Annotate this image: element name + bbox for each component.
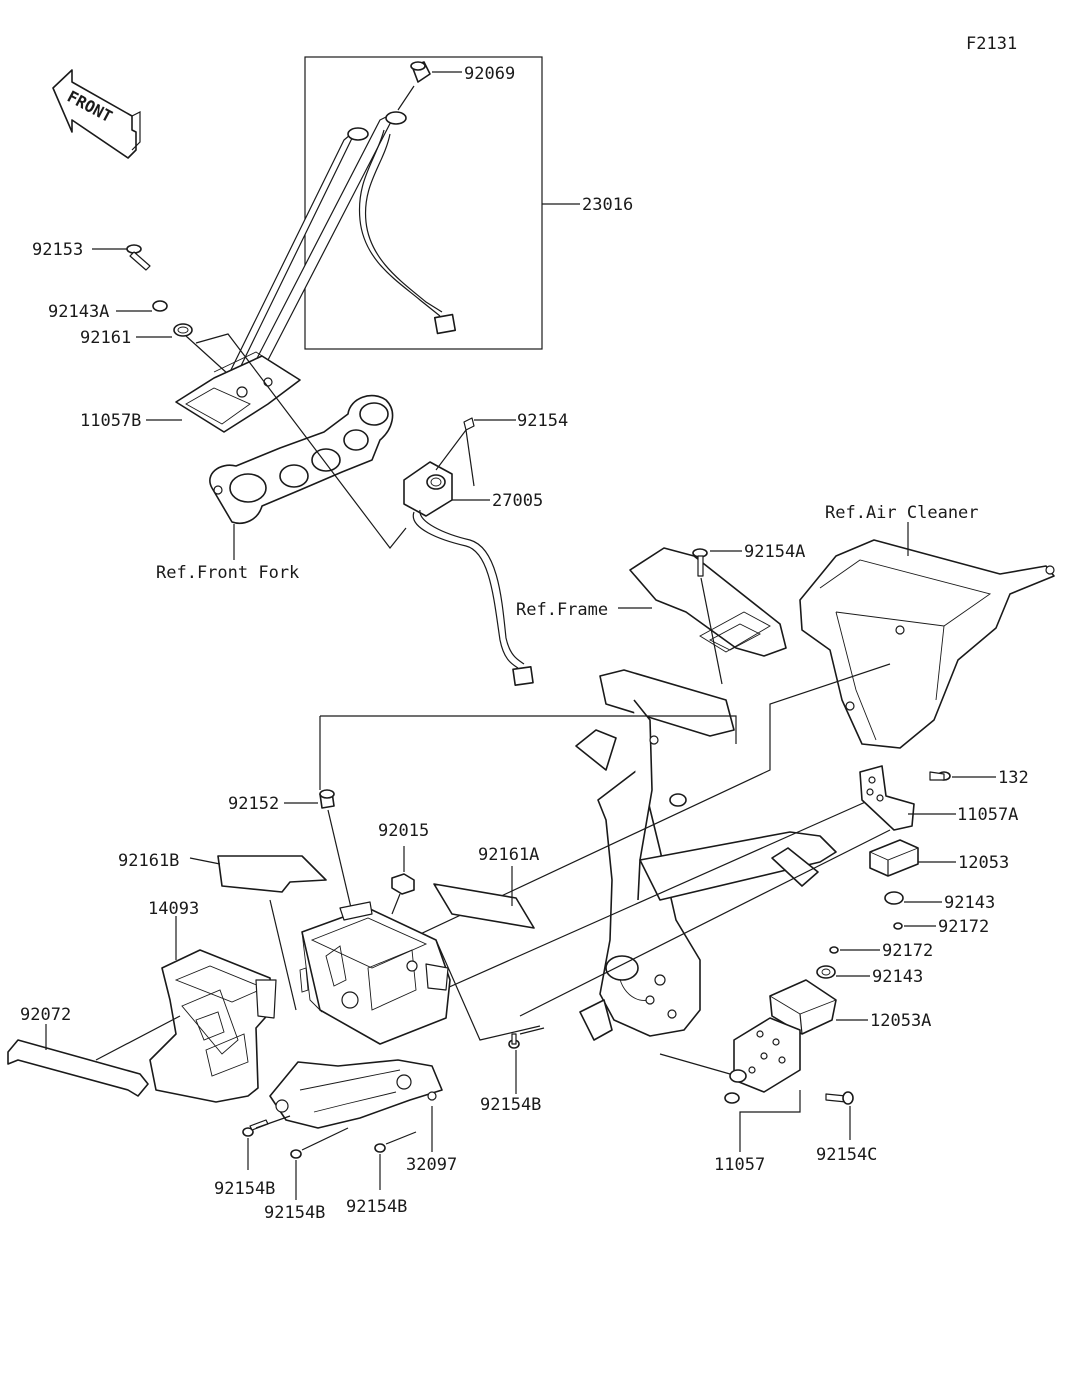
label-92143-lower: 92143: [872, 967, 923, 987]
label-92154B-mid: 92154B: [480, 1095, 541, 1115]
label-92015: 92015: [378, 821, 429, 841]
label-92069: 92069: [464, 64, 515, 84]
rubber-12053A: [769, 946, 880, 1035]
screw-92154B-right: [374, 1131, 417, 1190]
label-14093: 14093: [148, 899, 199, 919]
air-cleaner: [799, 522, 1055, 749]
guide-line-92152: [319, 715, 737, 790]
label-92154B-left: 92154B: [214, 1179, 275, 1199]
pad-92161B: [189, 855, 327, 1011]
label-92172-upper: 92172: [938, 917, 989, 937]
label-92161: 92161: [80, 328, 131, 348]
bracket-32097: [269, 1059, 443, 1152]
label-ref-frame: Ref.Frame: [516, 600, 608, 620]
screw-92154B-mid: [508, 1027, 545, 1094]
label-92154C: 92154C: [816, 1145, 877, 1165]
screw-92154B-center: [290, 1127, 349, 1200]
label-ref-front-fork: Ref.Front Fork: [156, 563, 299, 583]
bracket-11057: [659, 1017, 854, 1152]
label-11057A: 11057A: [957, 805, 1018, 825]
screw-92154B-left: [242, 1115, 291, 1170]
guide-line-battery: [419, 799, 871, 1001]
label-92152: 92152: [228, 794, 279, 814]
label-27005: 27005: [492, 491, 543, 511]
label-12053: 12053: [958, 853, 1009, 873]
rubber-12053: [869, 839, 956, 930]
guide-line-battery-2: [519, 829, 891, 1017]
bolt-92154A: [692, 548, 742, 685]
label-92143A: 92143A: [48, 302, 109, 322]
guide-line-air-cleaner: [351, 663, 891, 967]
label-92154B-right: 92154B: [346, 1197, 407, 1217]
label-92072: 92072: [20, 1005, 71, 1025]
guide-line-case-bracket: [435, 939, 541, 1041]
bracket-11057A: [859, 765, 996, 831]
label-92161B: 92161B: [118, 851, 179, 871]
label-92153: 92153: [32, 240, 83, 260]
label-92154A: 92154A: [744, 542, 805, 562]
screw-group-92153: [92, 244, 229, 375]
battery-case: [299, 901, 451, 1045]
clip-92152: [284, 789, 353, 913]
cover-14093: [149, 916, 277, 1103]
label-ref-air-cleaner: Ref.Air Cleaner: [825, 503, 979, 523]
label-11057: 11057: [714, 1155, 765, 1175]
front-fork-bracket: [209, 394, 394, 560]
bracket-11057B: [146, 351, 301, 433]
wiring-harness-23016: [225, 56, 580, 381]
pad-92161A: [433, 866, 535, 929]
label-132: 132: [998, 768, 1029, 788]
frame: [575, 547, 837, 1041]
label-92154B-center: 92154B: [264, 1203, 325, 1223]
figure-id: F2131: [966, 34, 1017, 54]
nut-92015: [391, 846, 415, 915]
label-32097: 32097: [406, 1155, 457, 1175]
label-92143-upper: 92143: [944, 893, 995, 913]
front-arrow: FRONT: [52, 69, 141, 159]
switch-27005: [403, 417, 534, 686]
label-23016: 23016: [582, 195, 633, 215]
label-92161A: 92161A: [478, 845, 539, 865]
label-11057B: 11057B: [80, 411, 141, 431]
label-92154: 92154: [517, 411, 568, 431]
label-12053A: 12053A: [870, 1011, 931, 1031]
label-92172-lower: 92172: [882, 941, 933, 961]
band-92072: [7, 1015, 181, 1097]
guide-line-fork-switch: [195, 333, 407, 549]
